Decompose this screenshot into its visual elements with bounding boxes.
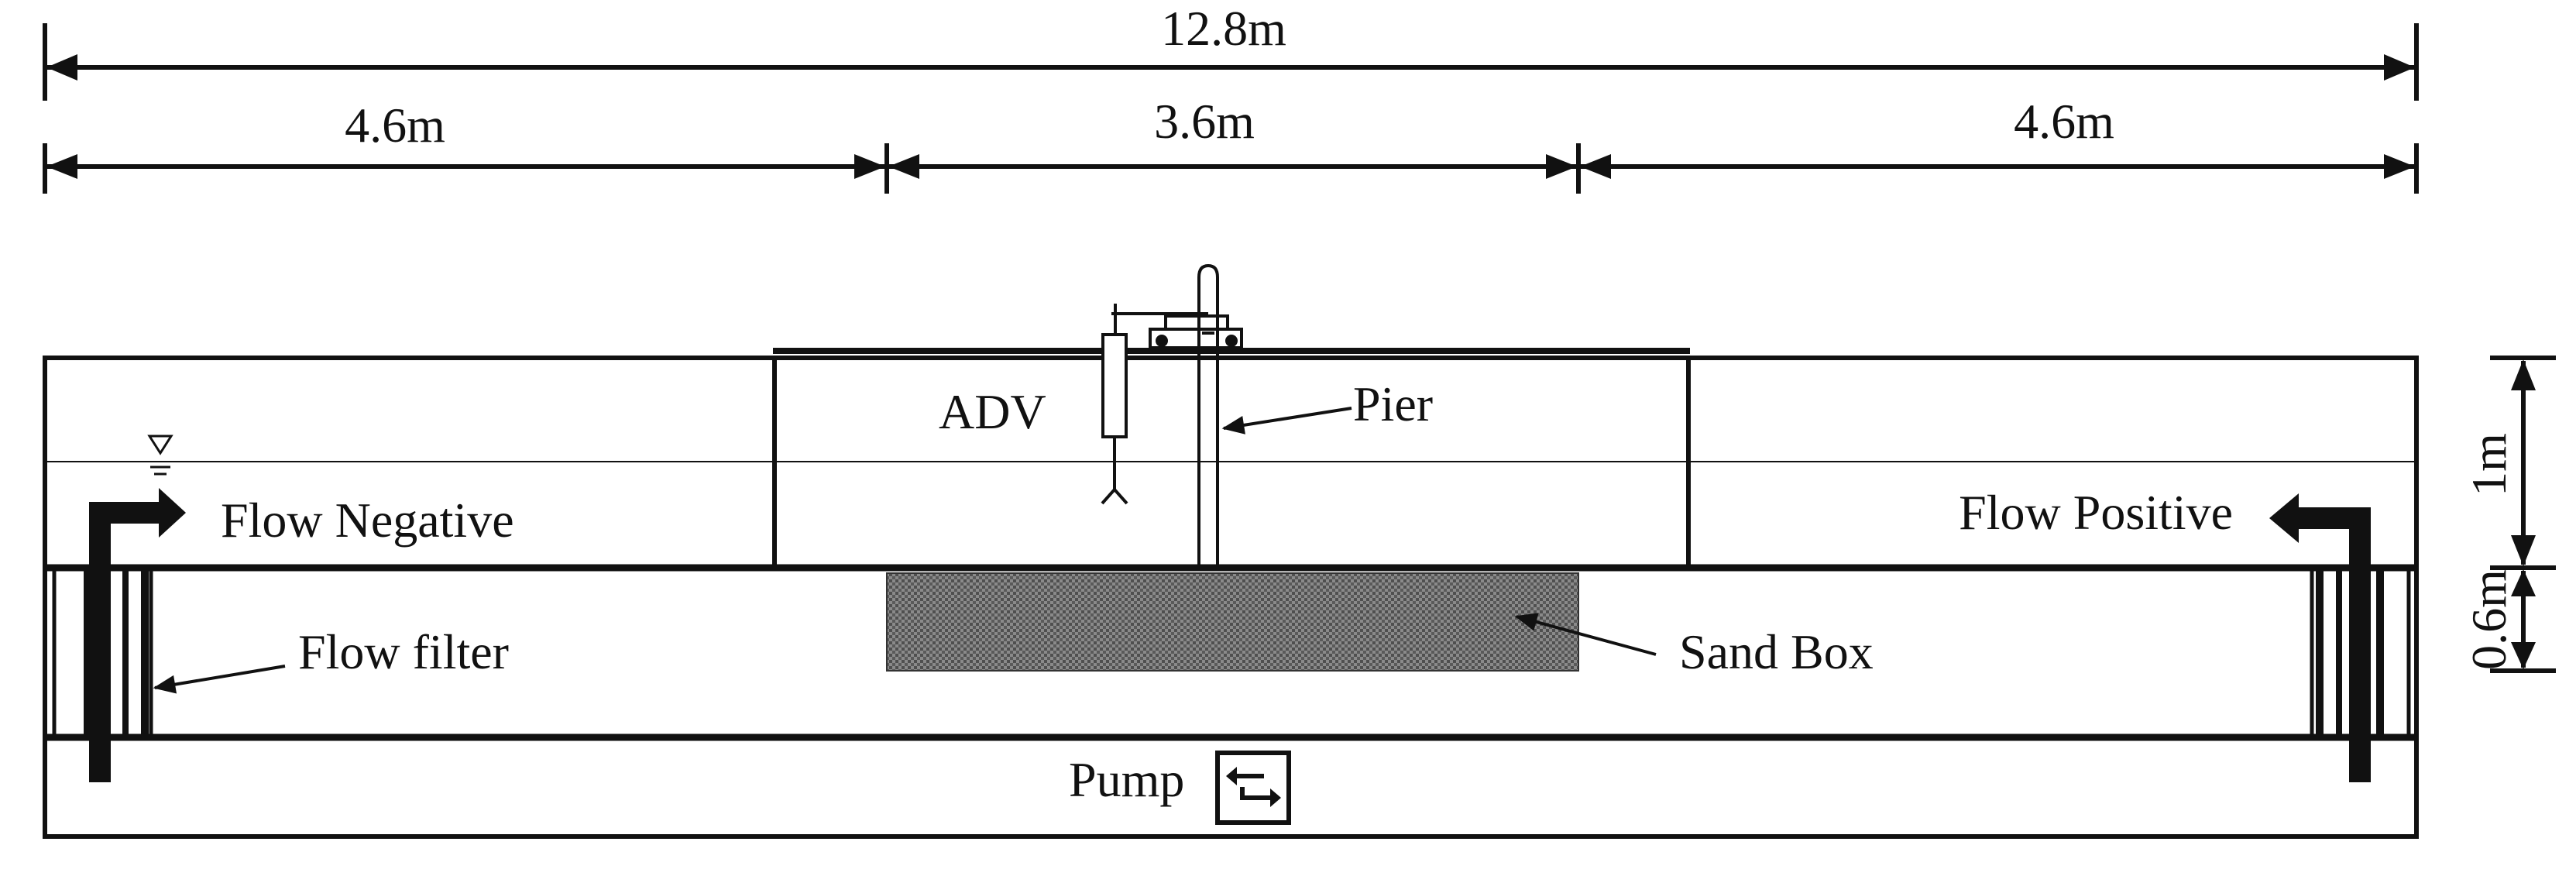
sand-box	[886, 572, 1579, 672]
adv-probe	[1101, 314, 1128, 505]
height-dimensions	[2490, 356, 2556, 673]
height-upper-label: 1m	[2461, 433, 2516, 496]
dimension-right-label: 4.6m	[2014, 94, 2114, 149]
flow-positive-label: Flow Positive	[1959, 485, 2233, 540]
pier-label: Pier	[1353, 376, 1433, 431]
flow-filter-leader	[153, 665, 286, 694]
height-lower-label: 0.6m	[2461, 569, 2516, 670]
flow-filter-label: Flow filter	[298, 624, 509, 679]
flow-negative-label: Flow Negative	[221, 493, 514, 548]
test-section	[772, 348, 1691, 570]
sand-box-label: Sand Box	[1679, 624, 1874, 679]
sand-box-leader	[1514, 613, 1657, 656]
water-level-triangle-icon	[147, 435, 173, 476]
dimension-segments	[43, 143, 2419, 194]
dimension-middle-label: 3.6m	[1154, 94, 1255, 149]
pier-leader	[1221, 407, 1352, 435]
dimension-left-label: 4.6m	[345, 98, 445, 153]
pump-label: Pump	[1069, 752, 1184, 807]
dimension-total	[43, 23, 2419, 101]
adv-label: ADV	[939, 384, 1046, 439]
bent-arrow-icon-left	[89, 488, 186, 782]
bent-arrow-icon-right	[2269, 493, 2371, 782]
bidirectional-arrows-icon	[1215, 751, 1291, 825]
pier-rod	[1197, 263, 1219, 568]
dimension-total-label: 12.8m	[1161, 1, 1286, 56]
instrument-carriage	[1111, 304, 1243, 349]
